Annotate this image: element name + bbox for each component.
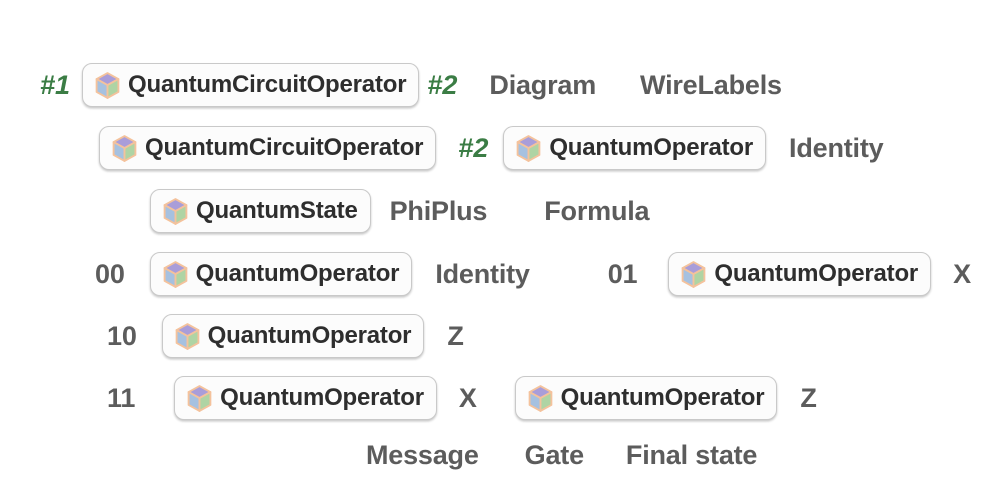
slot-1: #1 — [40, 69, 71, 100]
slot-2: #2 — [427, 69, 458, 100]
code-row-7: Message Gate Final state — [0, 432, 1004, 478]
pill-label: QuantumOperator — [560, 384, 765, 411]
code-row-5: 10 QuantumOperator Z — [0, 313, 1004, 359]
string-00: 00 — [95, 258, 125, 289]
pill-quantum-state[interactable]: QuantumState — [150, 189, 371, 233]
string-final-state: Final state — [625, 439, 758, 470]
code-row-3: QuantumState PhiPlus Formula — [0, 188, 1004, 234]
string-x: X — [458, 382, 477, 413]
pill-label: QuantumCircuitOperator — [128, 71, 407, 98]
pill-quantum-circuit-operator[interactable]: QuantumCircuitOperator — [99, 126, 437, 170]
pill-label: QuantumOperator — [549, 134, 754, 161]
string-identity: Identity — [435, 258, 530, 289]
pill-label: QuantumCircuitOperator — [145, 134, 424, 161]
code-row-4: 00 QuantumOperator Identity 01 QuantumOp… — [0, 251, 1004, 297]
string-identity: Identity — [789, 132, 884, 163]
pill-quantum-operator[interactable]: QuantumOperator — [174, 376, 437, 420]
pill-quantum-operator[interactable]: QuantumOperator — [503, 126, 767, 170]
code-row-6: 11 QuantumOperator X QuantumOperator Z — [0, 375, 1004, 421]
pill-quantum-circuit-operator[interactable]: QuantumCircuitOperator — [82, 63, 420, 107]
string-x: X — [953, 258, 971, 289]
string-formula: Formula — [544, 195, 650, 226]
pill-label: QuantumOperator — [195, 260, 400, 287]
slot-2: #2 — [458, 132, 489, 163]
cube-icon — [163, 197, 188, 225]
cube-icon — [112, 134, 137, 162]
pill-quantum-operator[interactable]: QuantumOperator — [514, 376, 778, 420]
cube-icon — [95, 71, 120, 99]
cube-icon — [528, 384, 552, 412]
string-wirelabels: WireLabels — [640, 69, 782, 100]
string-message: Message — [366, 439, 479, 470]
string-z: Z — [447, 320, 464, 351]
pill-quantum-operator[interactable]: QuantumOperator — [149, 252, 413, 296]
pill-label: QuantumOperator — [714, 260, 919, 287]
pill-quantum-operator[interactable]: QuantumOperator — [161, 314, 425, 358]
pill-label: QuantumOperator — [220, 384, 424, 411]
pill-label: QuantumState — [196, 197, 358, 224]
string-10: 10 — [107, 320, 137, 351]
cube-icon — [517, 134, 541, 162]
cube-icon — [682, 260, 706, 288]
pill-quantum-operator[interactable]: QuantumOperator — [668, 252, 932, 296]
code-row-1: #1 QuantumCircuitOperator #2 Diagram Wir… — [0, 62, 1004, 108]
pill-label: QuantumOperator — [207, 322, 412, 349]
cube-icon — [187, 384, 212, 412]
cube-icon — [175, 322, 199, 350]
string-gate: Gate — [524, 439, 584, 470]
string-diagram: Diagram — [489, 69, 597, 100]
string-01: 01 — [607, 258, 638, 289]
string-phiplus: PhiPlus — [389, 195, 488, 226]
string-11: 11 — [107, 382, 136, 413]
code-row-2: QuantumCircuitOperator #2 QuantumOperato… — [0, 125, 1004, 171]
cube-icon — [163, 260, 187, 288]
string-z: Z — [800, 382, 817, 413]
